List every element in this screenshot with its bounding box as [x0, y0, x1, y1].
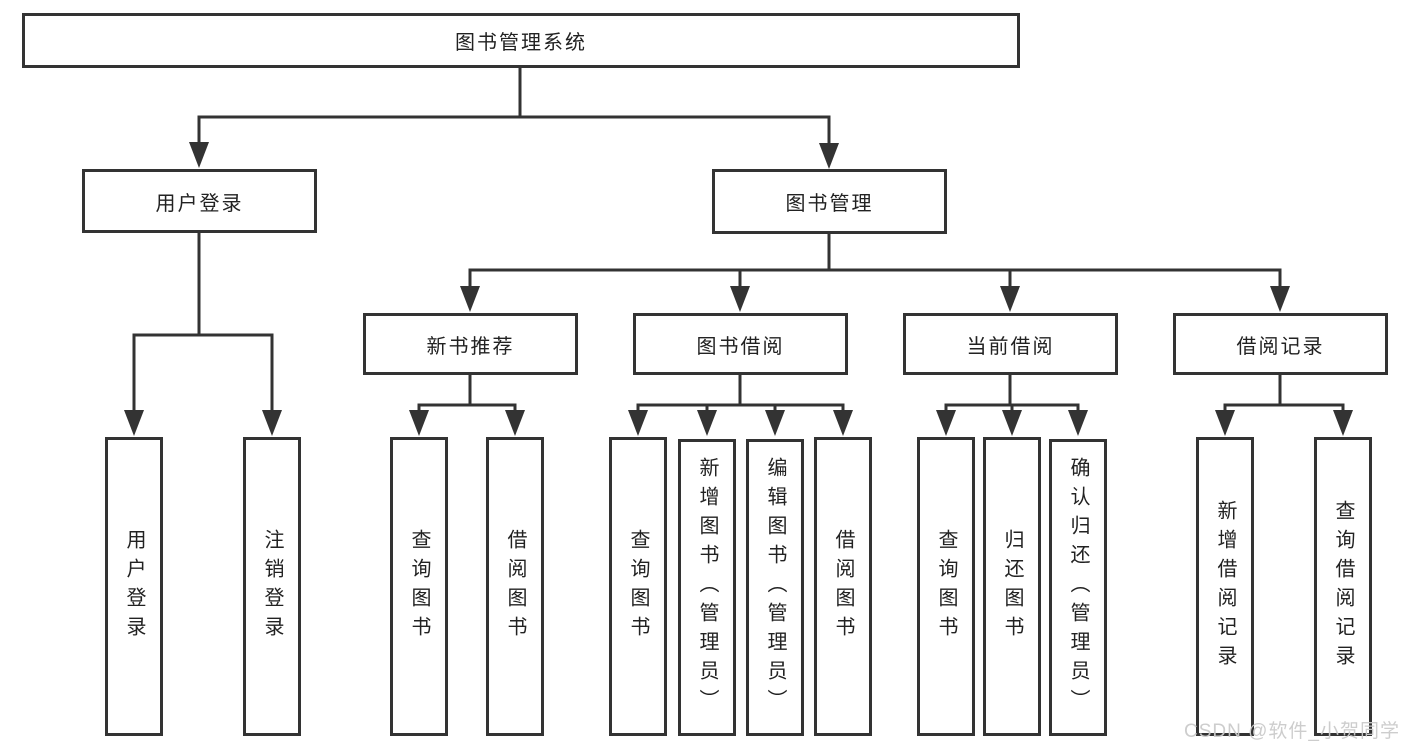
arrow-down-icon: [697, 410, 717, 436]
arrow-down-icon: [833, 410, 853, 436]
arrow-down-icon: [1215, 410, 1235, 436]
node-user-login-branch: 用户登录: [82, 169, 317, 233]
leaf-logout: 注销登录: [243, 437, 301, 736]
leaf-recommend-borrow-books: 借阅图书: [486, 437, 544, 736]
leaf-confirm-return-admin: 确认归还（管理员）: [1049, 439, 1107, 736]
arrow-down-icon: [409, 410, 429, 436]
csdn-watermark: CSDN @软件_小贺同学: [1184, 721, 1400, 742]
leaf-recommend-query-books: 查询图书: [390, 437, 448, 736]
arrow-down-icon: [124, 410, 144, 436]
leaf-current-query-books: 查询图书: [917, 437, 975, 736]
arrow-down-icon: [460, 286, 480, 312]
arrow-down-icon: [1002, 410, 1022, 436]
node-book-management: 图书管理: [712, 169, 947, 234]
arrow-down-icon: [505, 410, 525, 436]
arrow-down-icon: [262, 410, 282, 436]
arrow-down-icon: [1270, 286, 1290, 312]
arrowheads: [124, 142, 1353, 436]
arrow-down-icon: [765, 410, 785, 436]
arrow-down-icon: [628, 410, 648, 436]
leaf-borrow-books: 借阅图书: [814, 437, 872, 736]
leaf-add-borrow-record: 新增借阅记录: [1196, 437, 1254, 736]
arrow-down-icon: [189, 142, 209, 168]
node-borrow-records: 借阅记录: [1173, 313, 1388, 375]
arrow-down-icon: [1000, 286, 1020, 312]
arrow-down-icon: [936, 410, 956, 436]
leaf-edit-books-admin: 编辑图书（管理员）: [746, 439, 804, 736]
node-current-borrow: 当前借阅: [903, 313, 1118, 375]
arrow-down-icon: [1333, 410, 1353, 436]
arrow-down-icon: [1068, 410, 1088, 436]
node-book-borrow: 图书借阅: [633, 313, 848, 375]
leaf-return-books: 归还图书: [983, 437, 1041, 736]
node-system-root: 图书管理系统: [22, 13, 1020, 68]
leaf-user-login: 用户登录: [105, 437, 163, 736]
node-new-book-recommend: 新书推荐: [363, 313, 578, 375]
arrow-down-icon: [730, 286, 750, 312]
leaf-add-books-admin: 新增图书（管理员）: [678, 439, 736, 736]
leaf-borrow-query-books: 查询图书: [609, 437, 667, 736]
leaf-query-borrow-record: 查询借阅记录: [1314, 437, 1372, 736]
arrow-down-icon: [819, 143, 839, 169]
